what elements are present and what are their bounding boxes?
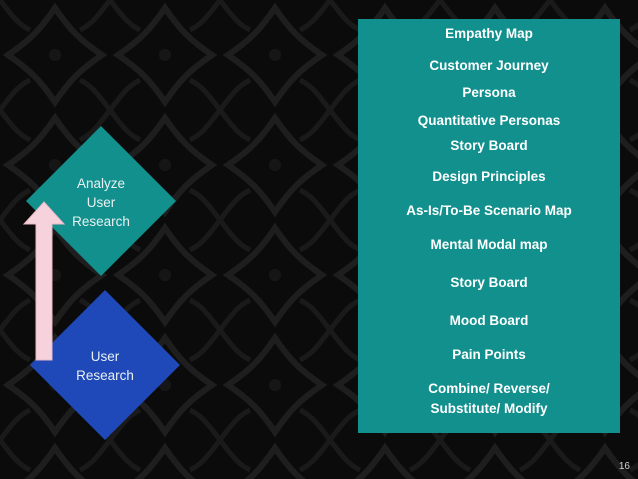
panel-item-customer-journey: Customer Journey <box>429 58 549 73</box>
methods-panel: Empathy Map Customer Journey Persona Qua… <box>358 19 620 433</box>
analyze-diamond-shape <box>26 126 176 276</box>
user-research-label-line: User <box>90 349 120 364</box>
user-research-label-line: Research <box>76 368 134 383</box>
panel-item-combine-reverse: Combine/ Reverse/ <box>428 381 550 396</box>
user-research-diamond-shape <box>30 290 180 440</box>
user-research-node: User Research <box>30 290 180 440</box>
panel-item-mood-board: Mood Board <box>449 313 529 328</box>
panel-item-pain-points: Pain Points <box>452 347 526 362</box>
panel-item-story-board: Story Board <box>450 138 528 153</box>
page-number: 16 <box>618 461 630 472</box>
analyze-user-research-label: Analyze User Research <box>26 174 176 231</box>
user-research-label: User Research <box>30 347 180 385</box>
panel-item-quantitative-personas: Quantitative Personas <box>417 113 561 128</box>
panel-item-empathy-map: Empathy Map <box>445 26 533 41</box>
analyze-label-line: Research <box>72 214 130 229</box>
panel-item-substitute-modify: Substitute/ Modify <box>430 401 548 416</box>
panel-item-design-principles: Design Principles <box>432 169 546 184</box>
panel-item-as-is-to-be-scenario-map: As-Is/To-Be Scenario Map <box>406 203 572 218</box>
analyze-label-line: Analyze <box>76 176 126 191</box>
analyze-user-research-node: Analyze User Research <box>26 126 176 276</box>
panel-item-story-board-2: Story Board <box>450 275 528 290</box>
panel-item-mental-modal-map: Mental Modal map <box>430 237 548 252</box>
panel-item-persona: Persona <box>462 85 516 100</box>
up-arrow-connector <box>22 201 66 361</box>
analyze-label-line: User <box>86 195 116 210</box>
